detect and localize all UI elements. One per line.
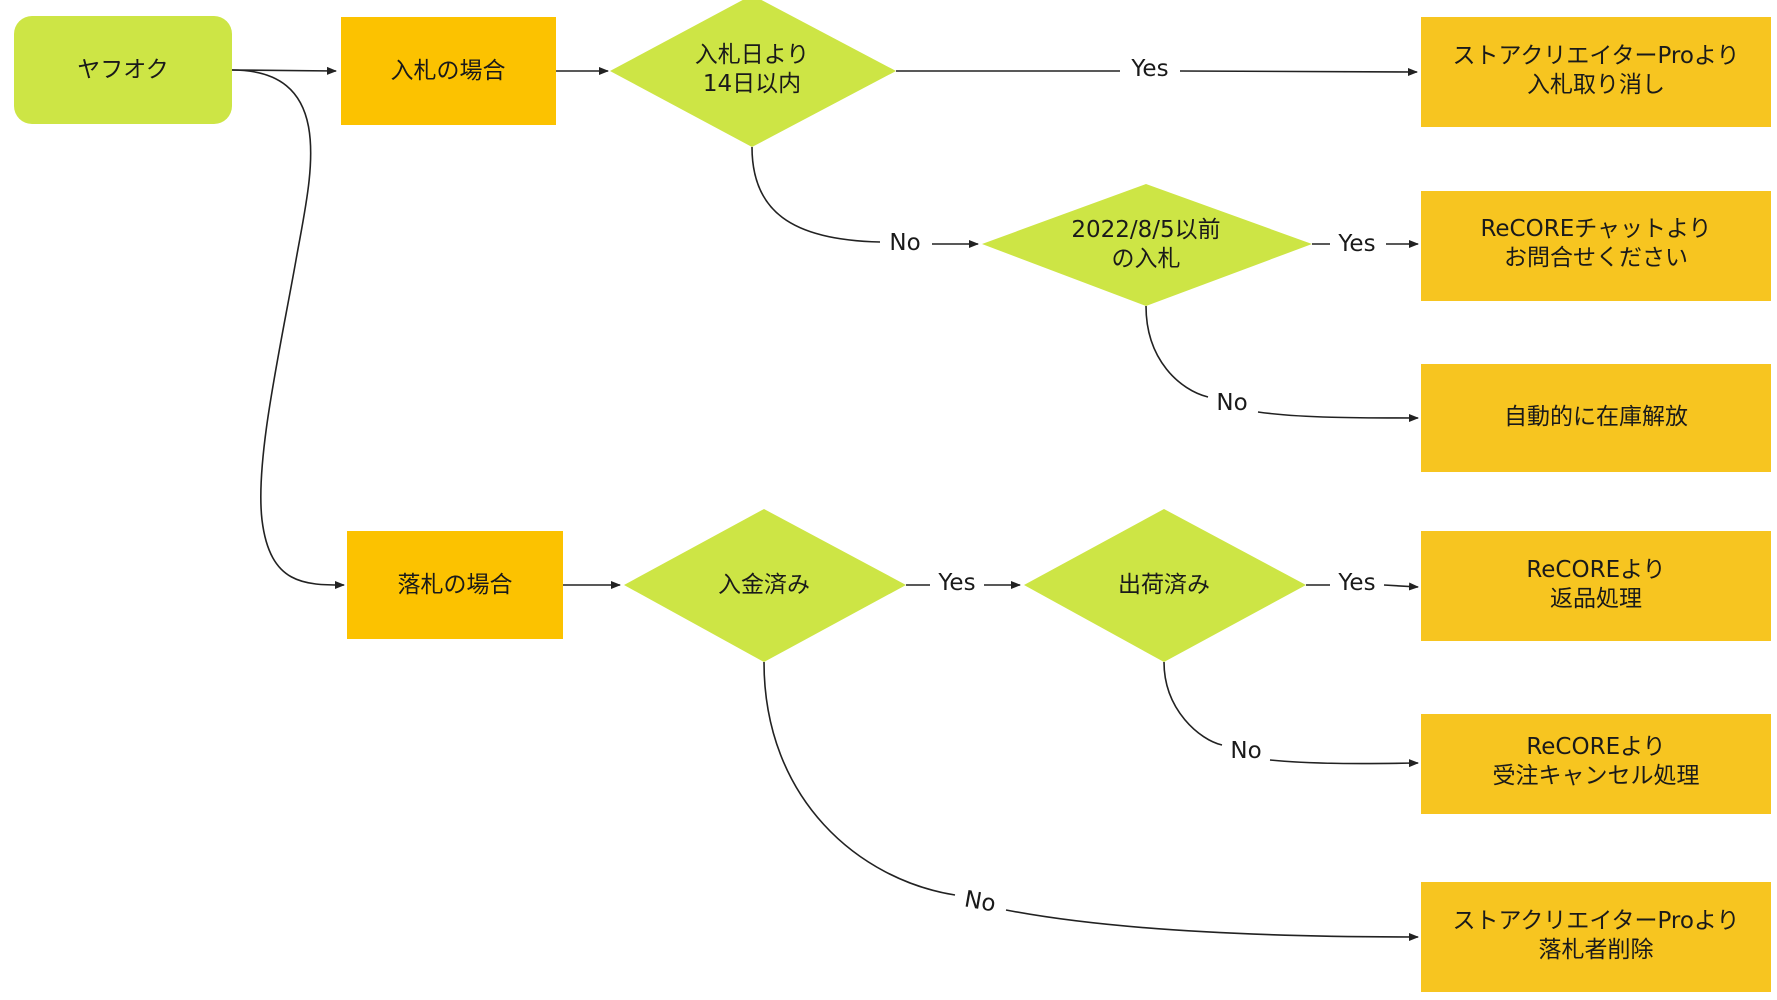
within14-no-label: No bbox=[889, 230, 920, 256]
shipped-label: 出荷済み bbox=[1118, 572, 1210, 598]
paid-yes-label: Yes bbox=[937, 570, 975, 596]
edge-paid-no bbox=[763, 661, 956, 896]
contact-chat-label: ReCOREチャットより bbox=[1480, 216, 1711, 242]
within14-label-line2: 14日以内 bbox=[703, 71, 801, 97]
before-no-label: No bbox=[1216, 390, 1247, 416]
order-cancel-node bbox=[1421, 714, 1771, 814]
cancel-bid-label: ストアクリエイターProより bbox=[1453, 43, 1740, 69]
edge-within14-no bbox=[751, 146, 881, 243]
within14-decision bbox=[610, 0, 896, 147]
return-proc-label-line2: 返品処理 bbox=[1550, 586, 1642, 612]
shipped-yes-label: Yes bbox=[1337, 570, 1375, 596]
won-case-node bbox=[347, 531, 563, 639]
edge-shipped-no bbox=[1163, 661, 1223, 746]
return-proc-node bbox=[1421, 531, 1771, 641]
before-date-label-line2: の入札 bbox=[1112, 246, 1181, 272]
shipped-decision bbox=[1024, 509, 1306, 662]
within14-yes-label: Yes bbox=[1130, 56, 1168, 82]
auto-release-node bbox=[1421, 364, 1771, 472]
edge-start-to-bid bbox=[231, 66, 337, 75]
bid-case-node bbox=[341, 17, 556, 125]
cancel-bid-label-line2: 入札取り消し bbox=[1527, 72, 1665, 98]
start-node-label: ヤフオク bbox=[77, 57, 169, 83]
edges bbox=[231, 66, 1419, 941]
edge-before-no bbox=[1145, 305, 1209, 398]
cancel-bid-node bbox=[1421, 17, 1771, 127]
contact-chat-node bbox=[1421, 191, 1771, 301]
nodes: ヤフオク 入札の場合 落札の場合 入札日より 14日以内 2022/8/5以前 … bbox=[14, 0, 1771, 992]
before-yes-label: Yes bbox=[1337, 231, 1375, 257]
delete-winner-label: ストアクリエイターProより bbox=[1453, 908, 1740, 934]
edge-labels: Yes No Yes No Yes Yes No No bbox=[889, 56, 1375, 918]
order-cancel-label: ReCOREより bbox=[1526, 734, 1665, 760]
order-cancel-label-line2: 受注キャンセル処理 bbox=[1493, 763, 1700, 789]
bid-case-label: 入札の場合 bbox=[391, 58, 506, 84]
edge-start-to-won bbox=[231, 69, 345, 589]
won-case-label: 落札の場合 bbox=[398, 572, 513, 598]
start-node bbox=[14, 16, 232, 124]
delete-winner-node bbox=[1421, 882, 1771, 992]
delete-winner-label-line2: 落札者削除 bbox=[1539, 937, 1654, 963]
auto-release-label: 自動的に在庫解放 bbox=[1504, 404, 1688, 430]
paid-decision bbox=[624, 509, 906, 662]
shipped-no-label: No bbox=[1230, 738, 1261, 764]
return-proc-label: ReCOREより bbox=[1526, 557, 1665, 583]
contact-chat-label-line2: お問合せください bbox=[1504, 245, 1688, 271]
paid-no-label: No bbox=[962, 886, 997, 917]
before-date-label: 2022/8/5以前 bbox=[1071, 217, 1220, 243]
within14-label: 入札日より bbox=[695, 42, 810, 68]
before-date-decision bbox=[982, 184, 1312, 306]
paid-label: 入金済み bbox=[718, 572, 810, 598]
